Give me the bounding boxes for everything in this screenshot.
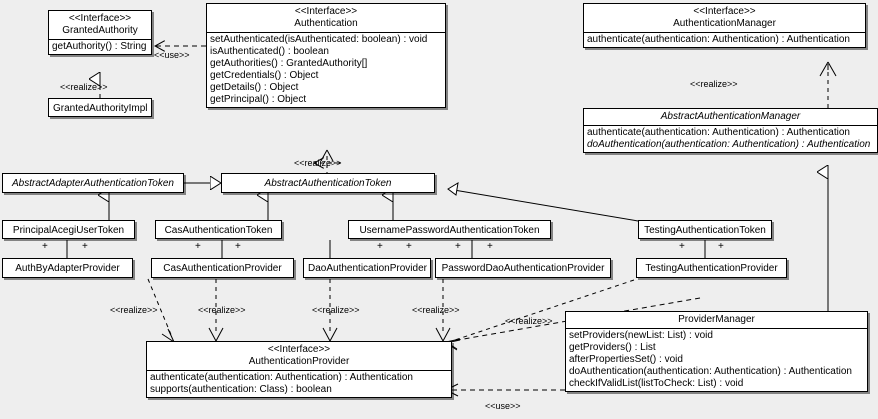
class-authentication-provider[interactable]: <<Interface>> AuthenticationProvider aut…: [146, 341, 452, 398]
class-name: AbstractAdapterAuthenticationToken: [12, 178, 174, 189]
relationship-label-realize-passworddaoprovider: <<realize>>: [412, 305, 460, 315]
operations-compartment: authenticate(authentication: Authenticat…: [147, 370, 451, 397]
class-name: GrantedAuthority: [62, 25, 138, 36]
class-auth-by-adapter-provider[interactable]: AuthByAdapterProvider: [2, 258, 133, 278]
relationship-label-realize-abstractauthenticationtoken: <<realize>>: [294, 158, 342, 168]
class-name: AbstractAuthenticationManager: [660, 111, 801, 122]
operation: getDetails() : Object: [210, 82, 299, 93]
class-name: TestingAuthenticationProvider: [645, 263, 778, 274]
class-name: Authentication: [294, 18, 358, 29]
class-principal-acegi-user-token[interactable]: PrincipalAcegiUserToken: [2, 220, 135, 239]
association-marker: +: [455, 241, 461, 252]
class-name: PasswordDaoAuthenticationProvider: [441, 263, 605, 274]
stereotype-label: <<Interface>>: [294, 6, 358, 17]
class-name: DaoAuthenticationProvider: [308, 263, 427, 274]
class-password-dao-authentication-provider[interactable]: PasswordDaoAuthenticationProvider: [435, 258, 611, 278]
association-marker: +: [406, 241, 412, 252]
class-provider-manager[interactable]: ProviderManager setProviders(newList: Li…: [565, 311, 868, 392]
generalization-testingauthenticationtoken-abstractauthenticationtoken: [447, 182, 639, 222]
class-header: <<Interface>> AuthenticationProvider: [147, 342, 451, 370]
class-name: PrincipalAcegiUserToken: [12, 225, 125, 236]
operation: getCredentials() : Object: [210, 70, 319, 81]
association-marker: +: [718, 241, 724, 252]
class-header: <<Interface>> GrantedAuthority: [49, 11, 151, 39]
association-marker: +: [195, 241, 201, 252]
class-granted-authority[interactable]: <<Interface>> GrantedAuthority getAuthor…: [48, 10, 152, 55]
association-marker: +: [82, 241, 88, 252]
realize-abstractauthenticationmanager-authenticationmanager: [819, 61, 837, 108]
class-dao-authentication-provider[interactable]: DaoAuthenticationProvider: [303, 258, 431, 278]
association-marker: +: [42, 241, 48, 252]
association-marker: +: [377, 241, 383, 252]
class-header: AbstractAuthenticationManager: [584, 109, 877, 125]
operation: setProviders(newList: List) : void: [569, 330, 713, 341]
class-granted-authority-impl[interactable]: GrantedAuthorityImpl: [48, 98, 152, 117]
class-name: AuthenticationManager: [673, 18, 776, 29]
class-testing-authentication-provider[interactable]: TestingAuthenticationProvider: [636, 258, 787, 278]
operation: authenticate(authentication: Authenticat…: [587, 127, 850, 138]
relationship-label-use-providermanager: <<use>>: [485, 401, 521, 411]
class-name: CasAuthenticationToken: [164, 225, 273, 236]
class-cas-authentication-provider[interactable]: CasAuthenticationProvider: [151, 258, 294, 278]
operations-compartment: authenticate(authentication: Authenticat…: [584, 125, 877, 152]
class-abstract-adapter-authentication-token[interactable]: AbstractAdapterAuthenticationToken: [2, 173, 184, 193]
operation: supports(authentication: Class) : boolea…: [150, 384, 332, 395]
class-name: GrantedAuthorityImpl: [53, 103, 148, 114]
operation: doAuthentication(authentication: Authent…: [569, 366, 852, 377]
class-name: UsernamePasswordAuthenticationToken: [359, 225, 540, 236]
operation: authenticate(authentication: Authenticat…: [587, 34, 850, 45]
operations-compartment: getAuthority() : String: [49, 39, 151, 54]
class-name: AuthByAdapterProvider: [15, 263, 120, 274]
class-authentication[interactable]: <<Interface>> Authentication setAuthenti…: [206, 3, 446, 108]
class-name: TestingAuthenticationToken: [644, 225, 766, 236]
stereotype-label: <<Interface>>: [267, 344, 331, 355]
operation: checkIfValidList(listToCheck: List) : vo…: [569, 378, 744, 389]
operation: getAuthority() : String: [52, 41, 147, 52]
class-abstract-authentication-manager[interactable]: AbstractAuthenticationManager authentica…: [583, 108, 878, 153]
class-name: AuthenticationProvider: [248, 356, 350, 367]
class-header: <<Interface>> AuthenticationManager: [584, 4, 865, 32]
relationship-label-realize-grantedauthorityimpl: <<realize>>: [60, 82, 108, 92]
class-name: CasAuthenticationProvider: [163, 263, 282, 274]
operation: isAuthenticated() : boolean: [210, 46, 329, 57]
class-authentication-manager[interactable]: <<Interface>> AuthenticationManager auth…: [583, 3, 866, 48]
relationship-label-realize-providermanager: <<realize>>: [505, 316, 553, 326]
relationship-label-realize-authbyadapterprovider: <<realize>>: [110, 305, 158, 315]
relationship-label-use-authentication-grantedauthority: <<use>>: [154, 50, 190, 60]
class-name: ProviderManager: [678, 314, 755, 325]
operations-compartment: setProviders(newList: List) : void getPr…: [566, 328, 867, 391]
operation: getPrincipal() : Object: [210, 94, 307, 105]
operation: setAuthenticated(isAuthenticated: boolea…: [210, 34, 428, 45]
class-header: <<Interface>> Authentication: [207, 4, 445, 32]
class-header: ProviderManager: [566, 312, 867, 328]
relationship-label-realize-casprovider: <<realize>>: [198, 305, 246, 315]
relationship-label-realize-abstractauthenticationmanager: <<realize>>: [690, 79, 738, 89]
class-abstract-authentication-token[interactable]: AbstractAuthenticationToken: [221, 173, 435, 193]
operations-compartment: setAuthenticated(isAuthenticated: boolea…: [207, 32, 445, 107]
class-cas-authentication-token[interactable]: CasAuthenticationToken: [155, 220, 282, 239]
operation: afterPropertiesSet() : void: [569, 354, 683, 365]
stereotype-label: <<Interface>>: [68, 13, 132, 24]
operation: getAuthorities() : GrantedAuthority[]: [210, 58, 368, 69]
class-username-password-authentication-token[interactable]: UsernamePasswordAuthenticationToken: [348, 220, 551, 239]
operation: authenticate(authentication: Authenticat…: [150, 372, 413, 383]
association-marker: +: [487, 241, 493, 252]
operation: getProviders() : List: [569, 342, 656, 353]
association-marker: +: [679, 241, 685, 252]
class-testing-authentication-token[interactable]: TestingAuthenticationToken: [638, 220, 772, 239]
class-name: AbstractAuthenticationToken: [264, 178, 392, 189]
stereotype-label: <<Interface>>: [693, 6, 756, 17]
relationship-label-realize-daoprovider: <<realize>>: [312, 305, 360, 315]
association-marker: +: [235, 241, 241, 252]
operations-compartment: authenticate(authentication: Authenticat…: [584, 32, 865, 47]
operation: doAuthentication(authentication: Authent…: [587, 139, 871, 150]
